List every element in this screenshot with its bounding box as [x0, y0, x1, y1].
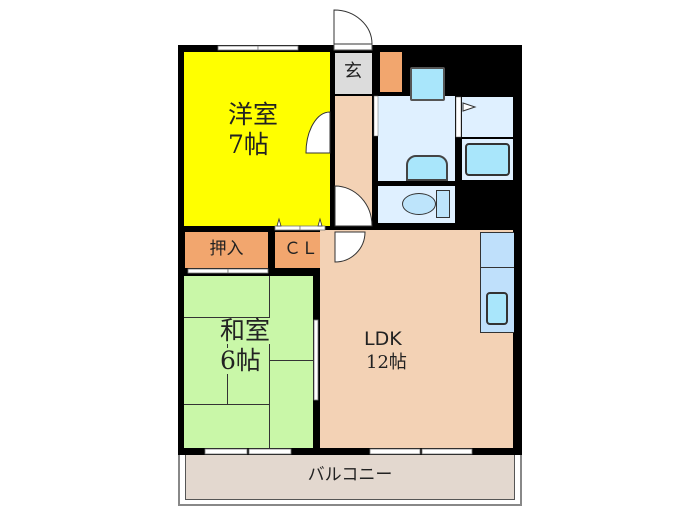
room-japanese: 和室 6帖 [184, 276, 313, 448]
kitchen-counter [480, 232, 514, 333]
bathtub [462, 139, 513, 180]
western-room-name: 洋室 [228, 100, 279, 129]
balcony-label: バルコニー [307, 465, 393, 485]
balcony: バルコニー [185, 454, 515, 500]
japanese-room-name: 和室 [220, 316, 271, 345]
tatami-line [269, 360, 313, 361]
western-room-size: 7帖 [228, 130, 269, 159]
japanese-room-size: 6帖 [220, 346, 261, 375]
shoe-cabinet [380, 52, 402, 92]
toilet-tank-icon [436, 190, 450, 218]
toilet-bowl-icon [402, 193, 436, 215]
ldk-name: LDK [364, 328, 402, 350]
counter-divider [481, 267, 514, 268]
wash-basin [406, 155, 448, 181]
bath-room [462, 97, 513, 137]
kitchen-sink [486, 292, 508, 325]
closet-cl: ＣＬ [275, 232, 327, 268]
closet-oshiire: 押入 [185, 232, 268, 268]
entrance-label: 玄 [344, 61, 362, 82]
room-western: 洋室 7帖 [184, 52, 330, 226]
cl-label: ＣＬ [284, 239, 318, 259]
tatami-line [184, 404, 269, 405]
bathtub-basin [465, 143, 510, 176]
ldk-size: 12帖 [366, 352, 407, 373]
oshiire-label: 押入 [209, 239, 244, 259]
washing-machine-pan [410, 67, 445, 101]
tatami-line [269, 276, 270, 448]
tatami-line [184, 317, 269, 318]
entrance: 玄 [335, 53, 372, 94]
